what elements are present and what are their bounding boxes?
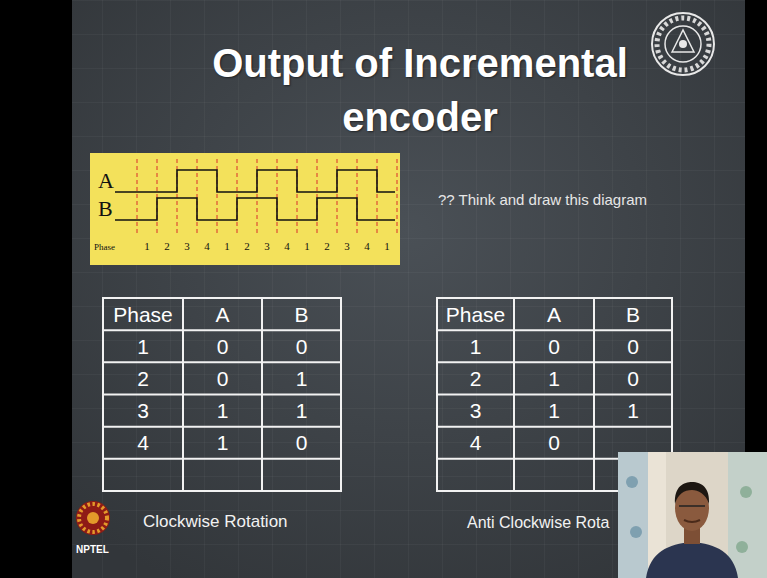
table-cell: 0 xyxy=(514,330,594,362)
slide-title: Output of Incremental encoder xyxy=(185,36,655,144)
table-header: Phase xyxy=(437,298,514,330)
phase-number: 4 xyxy=(277,239,297,253)
table-cell: 3 xyxy=(437,395,514,427)
table-cell: 1 xyxy=(514,395,594,427)
phase-number: 1 xyxy=(377,239,397,253)
nptel-mark: NPTEL xyxy=(76,544,109,556)
table-cell: 1 xyxy=(437,330,514,362)
table-cell: 1 xyxy=(262,395,341,427)
table-header: A xyxy=(183,298,262,330)
signal-name: B xyxy=(98,197,113,221)
table-cell: 0 xyxy=(183,330,262,362)
table-caption: Anti Clockwise Rota xyxy=(467,513,609,532)
phase-heading: Phase xyxy=(94,241,115,253)
table-header: A xyxy=(514,298,594,330)
table-cell: 0 xyxy=(514,427,594,459)
table-cell: 0 xyxy=(183,362,262,394)
phase-number: 2 xyxy=(237,239,257,253)
table-header: Phase xyxy=(103,298,183,330)
table-cell: 4 xyxy=(103,427,183,459)
signal-b xyxy=(115,198,395,220)
phase-number: 1 xyxy=(297,239,317,253)
table-cell: 3 xyxy=(103,395,183,427)
table-cell: 1 xyxy=(514,362,594,394)
phase-number: 4 xyxy=(357,239,377,253)
table-cell: 0 xyxy=(262,427,341,459)
table-cell: 0 xyxy=(594,330,672,362)
table-grid xyxy=(103,298,341,491)
table-header: B xyxy=(594,298,672,330)
nptel-logo xyxy=(76,501,110,535)
phase-number: 4 xyxy=(197,239,217,253)
table-cell: 2 xyxy=(103,362,183,394)
table-cell: 1 xyxy=(103,330,183,362)
institute-logo xyxy=(652,13,714,75)
phase-number: 3 xyxy=(337,239,357,253)
phase-number: 2 xyxy=(157,239,177,253)
table-cell: 0 xyxy=(594,362,672,394)
table-cell: 4 xyxy=(437,427,514,459)
phase-number: 3 xyxy=(177,239,197,253)
signal-name: A xyxy=(98,169,114,193)
table-cell: 0 xyxy=(262,330,341,362)
table-cell: 2 xyxy=(437,362,514,394)
webcam-inset xyxy=(618,452,767,578)
phase-number: 1 xyxy=(217,239,237,253)
prompt-note: ?? Think and draw this diagram xyxy=(438,191,647,209)
table-header: B xyxy=(262,298,341,330)
table-cell: 1 xyxy=(183,427,262,459)
phase-number: 2 xyxy=(317,239,337,253)
phase-number: 3 xyxy=(257,239,277,253)
table-caption: Clockwise Rotation xyxy=(143,512,288,532)
table-cell: 1 xyxy=(594,395,672,427)
phase-number: 1 xyxy=(137,239,157,253)
table-cell: 1 xyxy=(183,395,262,427)
waveform-panel: ABPhase1234123412341 xyxy=(90,153,400,265)
signal-a xyxy=(115,170,395,192)
table-cell: 1 xyxy=(262,362,341,394)
